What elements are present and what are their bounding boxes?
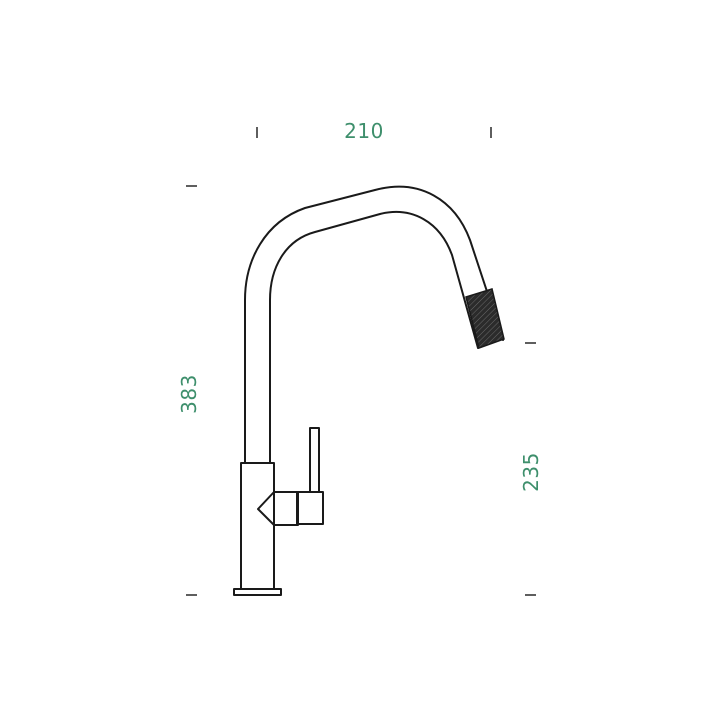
faucet-body (240, 462, 275, 590)
spout-outer-outline (244, 185, 504, 464)
lever-handle-stick (309, 427, 320, 493)
lever-handle-block (296, 491, 324, 525)
spout-tip-knurled (465, 288, 505, 349)
total-height-dimension-label: 383 (177, 374, 201, 414)
lever-joint (257, 491, 299, 526)
spout-height-dimension-label: 235 (519, 452, 543, 492)
spout-inner-outline (269, 210, 479, 464)
width-dimension-label: 210 (344, 119, 384, 143)
